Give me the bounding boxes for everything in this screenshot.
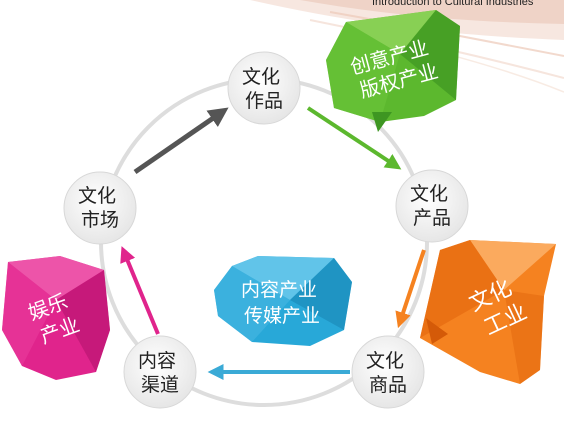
svg-text:内容产业 传媒产业: 内容产业 传媒产业 [241,279,323,327]
svg-text:内容 渠道: 内容 渠道 [138,350,182,396]
media-label-line1: 内容产业 [241,279,317,301]
node-content-channel: 内容 渠道 [123,335,197,409]
arrow-channel-to-market [120,246,160,335]
node-cultural-market: 文化 市场 [63,171,137,245]
node-product-line2: 产品 [413,207,451,229]
node-channel-line1: 内容 [138,350,176,372]
node-cultural-product: 文化 产品 [395,169,469,243]
media-industry-crystal: 内容产业 传媒产业 [214,256,352,346]
svg-text:文化 商品: 文化 商品 [366,350,410,396]
node-market-line2: 市场 [81,209,119,231]
svg-text:文化 作品: 文化 作品 [242,66,286,112]
node-goods-line1: 文化 [366,350,404,372]
header-subtitle: Introduction to Cultural Industries [372,0,534,8]
node-channel-line2: 渠道 [141,374,179,396]
svg-text:文化 产品: 文化 产品 [410,183,454,229]
arrow-product-to-goods [395,249,426,329]
creative-industry-crystal: 创意产业 版权产业 [326,10,460,132]
node-goods-line2: 商品 [369,374,407,396]
node-works-line2: 作品 [245,90,283,112]
arrow-works-to-product [306,106,402,170]
arrow-market-to-works [133,107,229,175]
node-cultural-goods: 文化 商品 [351,335,425,409]
node-product-line1: 文化 [410,183,448,205]
entertainment-industry-crystal: 娱乐 产业 [2,256,110,380]
svg-text:文化 市场: 文化 市场 [78,185,122,231]
culture-industry-crystal: 文化 工业 [420,240,556,384]
node-works-line1: 文化 [242,66,280,88]
node-cultural-works: 文化 作品 [227,51,301,125]
media-label-line2: 传媒产业 [244,305,320,327]
node-market-line1: 文化 [78,185,116,207]
